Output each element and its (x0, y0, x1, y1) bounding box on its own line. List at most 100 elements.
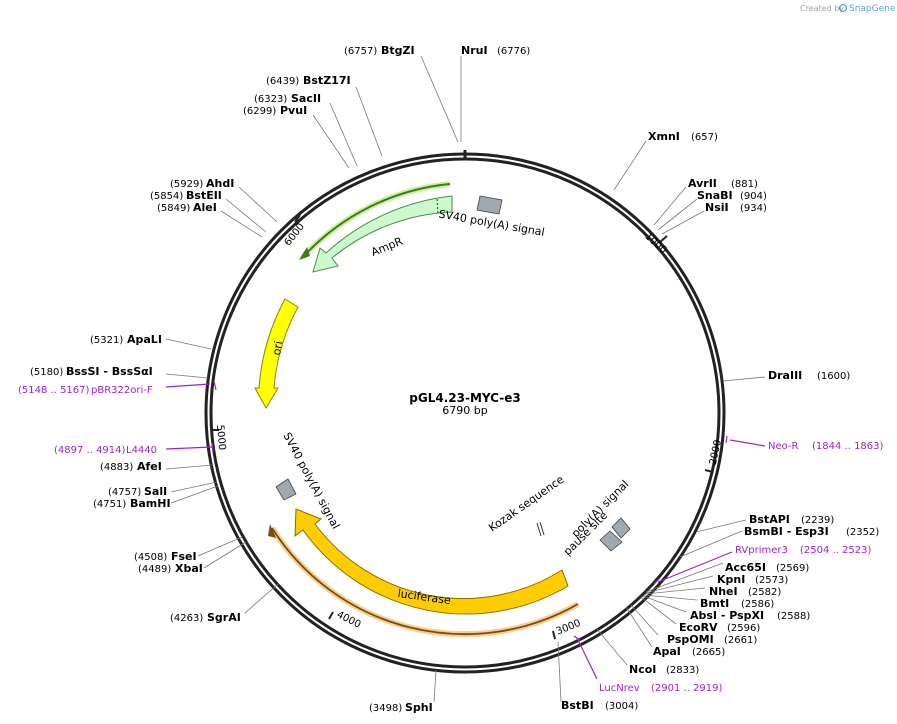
primer-label-lucnrev[interactable]: LucNrev(2901 .. 2919) (599, 683, 723, 694)
primer-markers (165, 380, 766, 680)
site-label-acc65i[interactable]: Acc65I(2569) (725, 561, 809, 574)
ampr-orf-arrowhead (299, 247, 310, 260)
plasmid-size: 6790 bp (442, 404, 487, 417)
svg-text:(6299): (6299) (243, 106, 276, 117)
site-label-bsssi[interactable]: (5180)BssSI - BssSαI (30, 365, 153, 378)
svg-text:(6757): (6757) (344, 46, 377, 57)
svg-text:4000: 4000 (335, 609, 363, 630)
site-label-bstapi[interactable]: BstAPI(2239) (749, 513, 834, 526)
site-label-ecorv[interactable]: EcoRV(2596) (679, 621, 760, 634)
svg-text:BamHI: BamHI (130, 497, 171, 510)
svg-text:SphI: SphI (405, 701, 433, 714)
svg-text:SacII: SacII (291, 92, 321, 105)
svg-text:NcoI: NcoI (629, 663, 656, 676)
site-label-absi[interactable]: AbsI - PspXI(2588) (690, 609, 810, 622)
svg-text:BstZ17I: BstZ17I (303, 74, 351, 87)
svg-text:NruI: NruI (461, 44, 488, 57)
sv40-left-box[interactable] (275, 478, 297, 501)
ampr-feature-arrow[interactable] (312, 195, 453, 273)
svg-text:Neo-R: Neo-R (768, 441, 799, 452)
site-label-nhei[interactable]: NheI(2582) (709, 585, 781, 598)
pause-site-box[interactable] (599, 530, 623, 552)
primer-label-pbr322ori-f[interactable]: (5148 .. 5167)pBR322ori-F (18, 385, 153, 396)
site-label-apai[interactable]: ApaI(2665) (653, 645, 725, 658)
svg-text:(2569): (2569) (776, 563, 809, 574)
primer-label-l4440[interactable]: (4897 .. 4914)L4440 (54, 445, 157, 456)
svg-text:(5929): (5929) (170, 179, 203, 190)
luciferase-orf-arrowhead (268, 524, 276, 538)
ori-feature-arrow[interactable] (254, 298, 299, 410)
site-label-avrii[interactable]: AvrII(881) (688, 177, 758, 190)
luciferase-feature-arrow[interactable] (294, 508, 569, 615)
site-label-bsmbi[interactable]: BsmBI - Esp3I(2352) (744, 525, 879, 538)
polya-signal-box[interactable] (611, 517, 631, 539)
site-label-ncoi[interactable]: NcoI(2833) (629, 663, 699, 676)
site-label-snabi[interactable]: SnaBI(904) (697, 189, 767, 202)
sv40-top-box[interactable] (476, 195, 503, 215)
svg-text:(5148 .. 5167): (5148 .. 5167) (18, 385, 90, 396)
svg-text:FseI: FseI (171, 550, 197, 563)
site-label-fsei[interactable]: (4508)FseI (134, 550, 197, 563)
svg-text:(881): (881) (731, 179, 758, 190)
svg-text:RVprimer3: RVprimer3 (735, 545, 788, 556)
svg-text:(657): (657) (691, 132, 718, 143)
site-label-bsteii[interactable]: (5854)BstEII (150, 189, 222, 202)
svg-text:3000: 3000 (555, 618, 583, 638)
svg-text:XmnI: XmnI (648, 130, 680, 143)
kozak-mark (536, 522, 542, 537)
primer-label-rvprimer3[interactable]: RVprimer3(2504 .. 2523) (735, 545, 872, 556)
site-label-bstz17i[interactable]: (6439)BstZ17I (266, 74, 351, 87)
site-label-bmti[interactable]: BmtI(2586) (700, 597, 774, 610)
site-label-bstbi[interactable]: BstBI(3004) (561, 699, 638, 712)
site-label-alei[interactable]: (5849)AleI (157, 201, 217, 214)
site-label-apali[interactable]: (5321) ApaLI (90, 333, 162, 346)
svg-text:(3498): (3498) (369, 703, 402, 714)
svg-text:(4897 .. 4914): (4897 .. 4914) (54, 445, 126, 456)
site-label-pvui[interactable]: (6299)PvuI (243, 104, 307, 117)
site-label-ahdi[interactable]: (5929)AhdI (170, 177, 234, 190)
site-label-pspomi[interactable]: PspOMI(2661) (667, 633, 757, 646)
svg-text:(2582): (2582) (748, 587, 781, 598)
svg-text:(2352): (2352) (846, 527, 879, 538)
svg-text:BssSI - BssSαI: BssSI - BssSαI (66, 365, 153, 378)
svg-text:KpnI: KpnI (717, 573, 745, 586)
site-label-xbai[interactable]: (4489)XbaI (138, 562, 203, 575)
svg-text:(934): (934) (740, 203, 767, 214)
brand-text: SnapGene (849, 4, 896, 14)
svg-text:(4263): (4263) (170, 613, 203, 624)
site-label-draiii[interactable]: DraIII(1600) (768, 369, 850, 382)
svg-text:AfeI: AfeI (137, 460, 162, 473)
site-label-afei[interactable]: (4883) AfeI (100, 460, 162, 473)
svg-text:(4757): (4757) (108, 487, 141, 498)
ori-label: ori (270, 340, 285, 356)
primer-label-neo-r[interactable]: Neo-R(1844 .. 1863) (768, 441, 884, 452)
site-label-sali[interactable]: (4757)SalI (108, 485, 167, 498)
svg-text:(5321): (5321) (90, 335, 123, 346)
site-label-nrui[interactable]: NruI (6776) (461, 44, 530, 57)
svg-text:SgrAI: SgrAI (207, 611, 241, 624)
site-label-nsii[interactable]: NsiI(934) (705, 201, 767, 214)
site-label-sacii[interactable]: (6323)SacII (254, 92, 321, 105)
site-label-kpni[interactable]: KpnI (2573) (717, 573, 788, 586)
svg-text:pBR322ori-F: pBR322ori-F (91, 385, 153, 396)
svg-text:L4440: L4440 (126, 445, 157, 456)
kozak-label: Kozak sequence (486, 473, 566, 535)
site-label-btgzi[interactable]: (6757)BtgZI (344, 44, 415, 57)
svg-text:(2661): (2661) (724, 635, 757, 646)
site-leader-lines (165, 55, 766, 703)
svg-text:ApaLI: ApaLI (127, 333, 162, 346)
credit-text: Created by (800, 4, 844, 13)
site-label-sphi[interactable]: (3498)SphI (369, 701, 433, 714)
site-label-sgrai[interactable]: (4263) SgrAI (170, 611, 241, 624)
svg-text:EcoRV: EcoRV (679, 621, 718, 634)
svg-text:(6776): (6776) (497, 46, 530, 57)
svg-text:5000: 5000 (214, 424, 227, 450)
site-label-bamhi[interactable]: (4751)BamHI (93, 497, 171, 510)
tick-3000: 3000 (552, 618, 583, 640)
svg-text:AbsI - PspXI: AbsI - PspXI (690, 609, 764, 622)
svg-text:(3004): (3004) (605, 701, 638, 712)
svg-text:(4883): (4883) (100, 462, 133, 473)
site-label-xmni[interactable]: XmnI (657) (648, 130, 718, 143)
svg-text:(2573): (2573) (755, 575, 788, 586)
